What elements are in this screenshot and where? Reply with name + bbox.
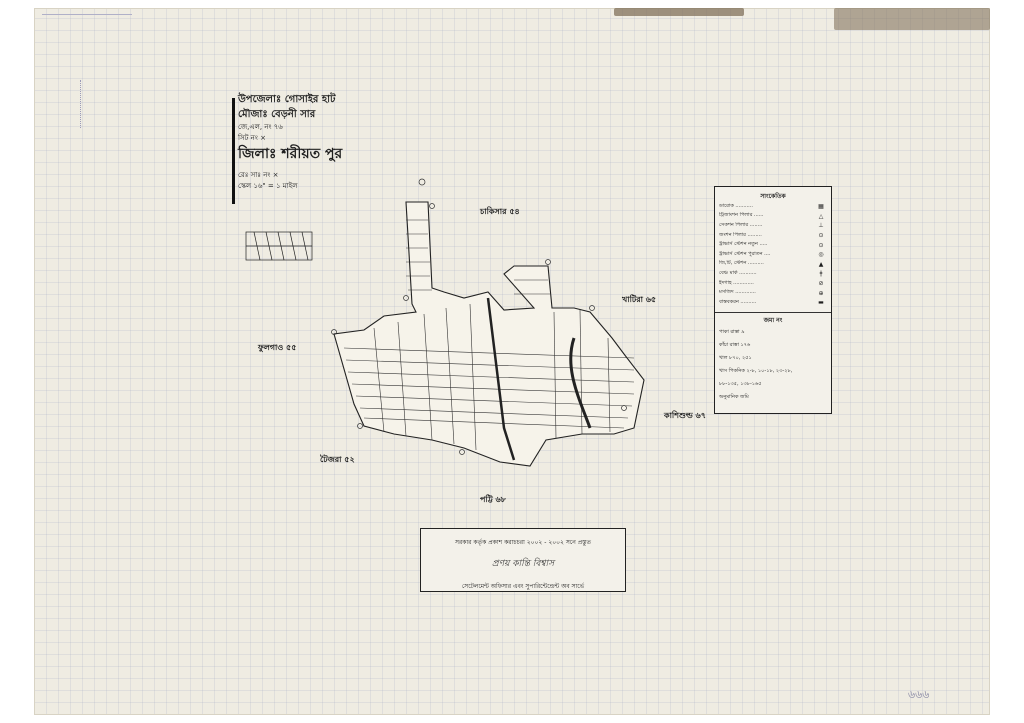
legend-symbol-icon: ⊥ xyxy=(818,222,824,230)
adjacent-mouza-east: কাশিশুল্ড ৬৭ xyxy=(664,411,706,420)
legend-info-line: ৮৮-১৩৫, ১৩৮-১৬৫ xyxy=(719,380,762,387)
mouza-parcel-map xyxy=(245,178,645,467)
legend-subtitle: জমা নং xyxy=(763,316,783,324)
paper-stain xyxy=(834,8,990,30)
stamp-line-3: সেটেলমেন্ট অফিসার এবং সুপারিন্টেন্ডেন্ট … xyxy=(461,583,585,590)
legend-info-line: পাকা রাস্তা ৯ xyxy=(719,328,745,335)
pencil-note xyxy=(80,80,191,128)
legend-row-label: ট্রিজাংশন পিলার ...... xyxy=(719,212,764,219)
legend-info-line: অনুমানিক জমি xyxy=(719,393,749,400)
legend-row: বাস্তবকরন .......... ▬ xyxy=(715,298,831,308)
legend-row: ট্রাভার্স স্টেশন নতুন ..... ⊙ xyxy=(715,240,831,250)
legend-row: বেঞ্চ মার্ক ........... ǂ xyxy=(715,269,831,279)
adjacent-mouza-south2: পট্টি ৬৮ xyxy=(480,495,506,504)
legend-row-label: জংশন পিলার ......... xyxy=(719,231,762,238)
paper-stain xyxy=(614,8,744,16)
legend-divider xyxy=(715,311,831,313)
legend-row: ট্রাভার্স স্টেশন পুরাতন .... ◎ xyxy=(715,250,831,260)
legend-info-line: কাঁচা রাস্তা ১৭৬ xyxy=(719,341,751,348)
legend-symbol-icon: ⊕ xyxy=(818,289,824,297)
mouza-label: মৌজাঃ বেড়নী সার xyxy=(238,109,316,120)
legend-symbol-icon: ▲ xyxy=(818,260,824,268)
legend-box: সাংকেতিক ডারোক ...........▦ট্রিজাংশন পিল… xyxy=(714,186,832,414)
legend-symbol-icon: ◎ xyxy=(818,251,824,259)
legend-row: ডারোক ........... ▦ xyxy=(715,202,831,212)
jl-number: জে,এল, নং ৭৬ xyxy=(238,123,283,131)
legend-info-line: খাস পিকনিক ২-৮, ১০-১৮, ২৩-২৮, xyxy=(719,367,793,374)
legend-row: জি,টি, স্টেশন .......... ▲ xyxy=(715,260,831,270)
legend-row-label: ইদগাহ ............. xyxy=(719,279,754,286)
adjacent-mouza-south: টৈজরা ৫২ xyxy=(320,455,355,464)
legend-symbol-icon: ⊙ xyxy=(818,232,824,240)
sheet-number: সিট নং × xyxy=(238,134,266,142)
legend-symbol-icon: ⊙ xyxy=(818,241,824,249)
legend-info-line: খাল ৮৭০, ২৫১ xyxy=(719,354,752,361)
legend-row-label: মসজিদ ............. xyxy=(719,289,756,296)
legend-symbol-icon: ▦ xyxy=(818,203,824,211)
stamp-line-1: সরকার কর্তৃক প্রকাশ করাচচরা ২০০২ - ২০০২ … xyxy=(454,539,591,546)
settlement-stamp: সরকার কর্তৃক প্রকাশ করাচচরা ২০০২ - ২০০২ … xyxy=(420,528,626,592)
legend-row-label: সেকশন পিলার ........ xyxy=(719,221,763,228)
legend-row: মসজিদ ............. ⊕ xyxy=(715,288,831,298)
legend-row: ট্রিজাংশন পিলার ...... △ xyxy=(715,212,831,222)
stamp-signature: প্রণয় কান্তি বিশ্বাস xyxy=(491,559,555,569)
legend-row: সেকশন পিলার ........ ⊥ xyxy=(715,221,831,231)
adjacent-mouza-northeast: খাটিরা ৬৫ xyxy=(622,295,657,304)
pencil-note xyxy=(42,14,132,49)
legend-symbol-icon: ▬ xyxy=(818,299,824,307)
legend-symbol-icon: ǂ xyxy=(819,270,823,278)
rs-sheet-number: রেঃ সাঃ নং × xyxy=(238,171,279,179)
header-bar xyxy=(232,98,235,204)
legend-row-label: বাস্তবকরন .......... xyxy=(719,298,757,305)
legend-symbol-icon: ⊘ xyxy=(818,280,824,288)
map-sheet: উপজেলাঃ গোসাইর হাট মৌজাঃ বেড়নী সার জে,এ… xyxy=(34,8,990,715)
legend-title: সাংকেতিক xyxy=(760,193,786,200)
map-header: উপজেলাঃ গোসাইর হাট মৌজাঃ বেড়নী সার জে,এ… xyxy=(232,92,388,204)
legend-row-label: ট্রাভার্স স্টেশন পুরাতন .... xyxy=(719,250,771,257)
legend-row-label: জি,টি, স্টেশন .......... xyxy=(719,260,764,267)
legend-row-label: বেঞ্চ মার্ক ........... xyxy=(719,269,757,276)
adjacent-mouza-north: চাকিসার ৫৪ xyxy=(480,207,520,216)
legend-symbol-icon: △ xyxy=(818,212,824,220)
upazila-label: উপজেলাঃ গোসাইর হাট xyxy=(238,94,336,105)
mouza-boundary xyxy=(333,201,645,467)
legend-row-label: ডারোক ........... xyxy=(719,202,753,209)
adjacent-mouza-west: ফুলগাও ৫৫ xyxy=(258,343,297,352)
legend-row: ইদগাহ ............. ⊘ xyxy=(715,279,831,289)
scale-label: স্কেল ১৬" = ১ মাইল xyxy=(238,182,298,190)
sheet-corner-number: ৬৬৬ xyxy=(908,688,930,701)
district-label: জিলাঃ শরীয়ত পুর xyxy=(238,146,343,162)
legend-row-label: ট্রাভার্স স্টেশন নতুন ..... xyxy=(719,241,768,248)
legend-row: জংশন পিলার ......... ⊙ xyxy=(715,231,831,241)
